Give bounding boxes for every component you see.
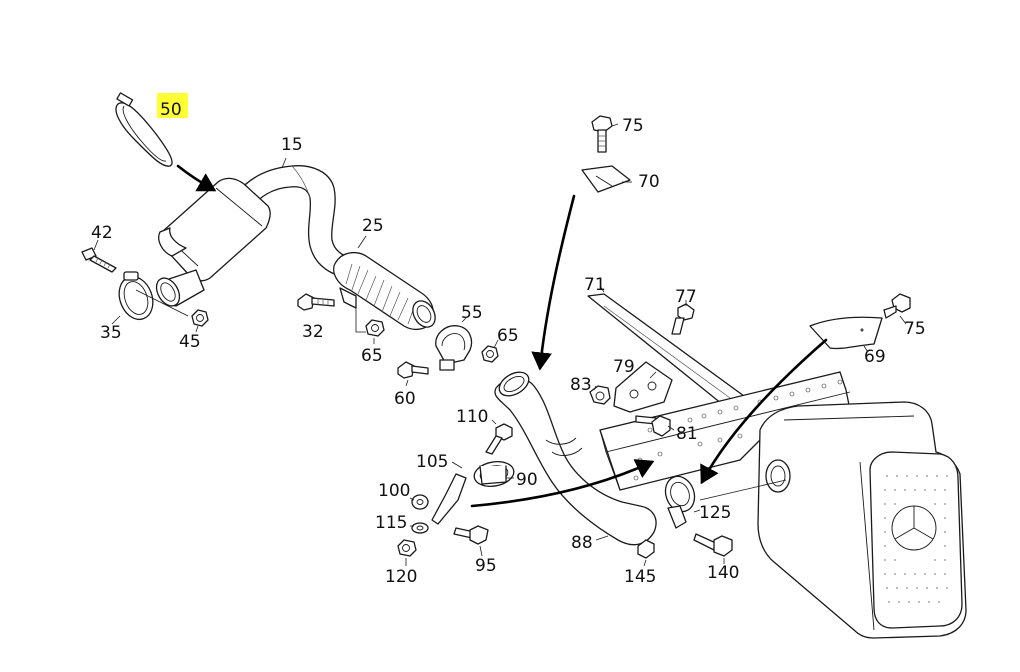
three-pointed-star-emblem [891,505,937,551]
callout-35[interactable]: 35 [100,323,122,343]
callout-95[interactable]: 95 [475,556,497,576]
callout-77[interactable]: 77 [675,287,697,307]
callout-75-a[interactable]: 75 [622,116,644,136]
callout-65-a[interactable]: 65 [361,346,383,366]
nut-part-65-b[interactable] [481,345,499,363]
callout-55[interactable]: 55 [461,303,483,323]
bolt-part-140[interactable] [693,533,733,557]
bolt-part-81[interactable] [635,415,671,437]
callout-69[interactable]: 69 [864,347,886,367]
nut-part-83[interactable] [589,385,611,405]
bracket-part-105[interactable] [431,473,467,525]
clamp-part-90[interactable] [472,459,516,490]
nut-part-120[interactable] [397,539,417,557]
bolt-part-110[interactable] [485,423,513,455]
callout-71[interactable]: 71 [584,275,606,295]
bolt-part-60[interactable] [397,361,429,379]
nut-part-145[interactable] [637,539,655,559]
bolt-part-42[interactable] [81,247,117,273]
shield-part-69[interactable] [809,316,883,350]
clamp-part-55[interactable] [435,325,473,371]
bracket-part-70[interactable] [581,165,631,193]
callout-65-b[interactable]: 65 [497,326,519,346]
callout-79[interactable]: 79 [613,357,635,377]
callout-83[interactable]: 83 [570,375,592,395]
callout-50[interactable]: 50 [160,100,182,120]
tailpipe-part-88[interactable] [494,367,657,546]
band-clamp-part-35[interactable] [113,271,158,324]
perforation-dots [884,475,948,603]
bolt-part-95[interactable] [453,525,489,545]
callout-60[interactable]: 60 [394,389,416,409]
callout-125[interactable]: 125 [699,503,731,523]
bolt-part-75-b[interactable] [883,293,911,319]
callout-90[interactable]: 90 [516,470,538,490]
callout-32[interactable]: 32 [302,322,324,342]
washer-part-100[interactable] [411,494,429,510]
bolt-part-75-a[interactable] [591,115,613,153]
nut-part-65-a[interactable] [365,319,385,337]
callout-105[interactable]: 105 [416,452,448,472]
callout-15[interactable]: 15 [281,135,303,155]
callout-25[interactable]: 25 [362,216,384,236]
callout-140[interactable]: 140 [707,563,739,583]
clamp-part-125[interactable] [661,472,700,529]
callout-110[interactable]: 110 [456,407,488,427]
callout-120[interactable]: 120 [385,567,417,587]
callout-75-b[interactable]: 75 [904,319,926,339]
strap-clamp-part-50[interactable] [115,92,173,167]
callout-highlight [157,93,188,118]
bolt-part-32[interactable] [297,293,335,311]
bracket-part-79[interactable] [613,361,673,413]
callout-42[interactable]: 42 [91,223,113,243]
callout-labels: 50 15 25 42 35 45 32 65 55 65 60 75 70 7… [91,100,926,587]
callout-45[interactable]: 45 [179,332,201,352]
rear-muffler [757,401,967,639]
callout-145[interactable]: 145 [624,567,656,587]
callout-81[interactable]: 81 [676,424,698,444]
assembly-arrows [176,164,828,508]
callout-70[interactable]: 70 [638,172,660,192]
flex-pipe-part-25[interactable] [333,251,440,331]
leader-lines [93,123,907,567]
washer-part-115[interactable] [411,522,429,534]
callout-100[interactable]: 100 [378,481,410,501]
front-muffler-part-15[interactable] [152,165,353,310]
bolt-part-77[interactable] [671,303,695,335]
callout-115[interactable]: 115 [375,513,407,533]
callout-88[interactable]: 88 [571,533,593,553]
nut-part-45[interactable] [191,309,209,327]
